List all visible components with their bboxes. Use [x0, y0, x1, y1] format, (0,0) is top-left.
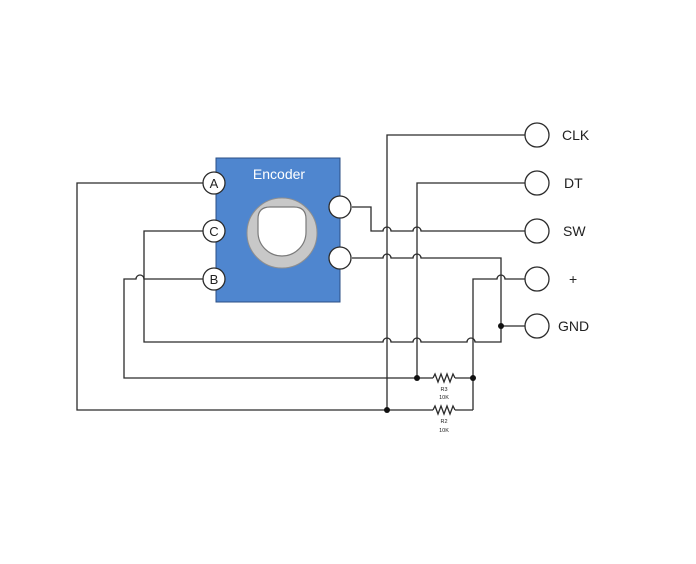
terminal-clk-label: CLK — [562, 127, 590, 143]
junction-dot — [384, 407, 390, 413]
terminal-gnd: GND — [524, 313, 589, 339]
wire-pin-a — [76, 182, 387, 411]
junction-dot — [414, 375, 420, 381]
encoder-pin-b: B — [202, 267, 226, 291]
wire-sw — [352, 206, 525, 232]
resistor-r3-zigzag — [432, 372, 456, 384]
encoder-module: Encoder A C B — [202, 157, 352, 303]
wire-pin-c — [143, 230, 502, 343]
resistor-r2-ref: R2 — [440, 419, 447, 425]
encoder-knob-shaft — [257, 206, 307, 257]
encoder-pin-c-label: C — [209, 224, 218, 239]
terminal-dt-label: DT — [564, 175, 583, 191]
wire-plus — [472, 274, 525, 410]
terminal-plus-label: + — [569, 271, 577, 287]
resistor-r3-value: 10K — [439, 395, 449, 401]
encoder-pin-c: C — [202, 219, 226, 243]
terminal-gnd-label: GND — [558, 318, 589, 334]
encoder-pin-a-label: A — [210, 176, 219, 191]
wiring — [76, 134, 525, 411]
encoder-title: Encoder — [253, 166, 305, 182]
terminal-sw-label: SW — [563, 223, 586, 239]
resistor-r2: R2 10K — [432, 404, 456, 434]
encoder-pin-switch-1 — [328, 195, 352, 219]
wire-clk — [386, 134, 525, 410]
encoder-pin-b-label: B — [210, 272, 219, 287]
terminal-sw: SW — [524, 218, 586, 244]
encoder-pin-a: A — [202, 171, 226, 195]
junctions — [384, 323, 504, 413]
terminal-dt: DT — [524, 170, 583, 196]
resistor-r2-value: 10K — [439, 428, 449, 434]
resistor-r3-ref: R3 — [440, 387, 447, 393]
resistor-r2-zigzag — [432, 404, 456, 416]
encoder-pin-switch-2 — [328, 246, 352, 270]
junction-dot — [470, 375, 476, 381]
wire-dt — [416, 182, 525, 378]
terminal-clk: CLK — [524, 122, 590, 148]
terminal-plus: + — [524, 266, 577, 292]
junction-dot — [498, 323, 504, 329]
wire-pin-b — [123, 274, 417, 379]
wire-enc-lower — [352, 253, 502, 326]
resistor-r3: R3 10K — [432, 372, 456, 401]
